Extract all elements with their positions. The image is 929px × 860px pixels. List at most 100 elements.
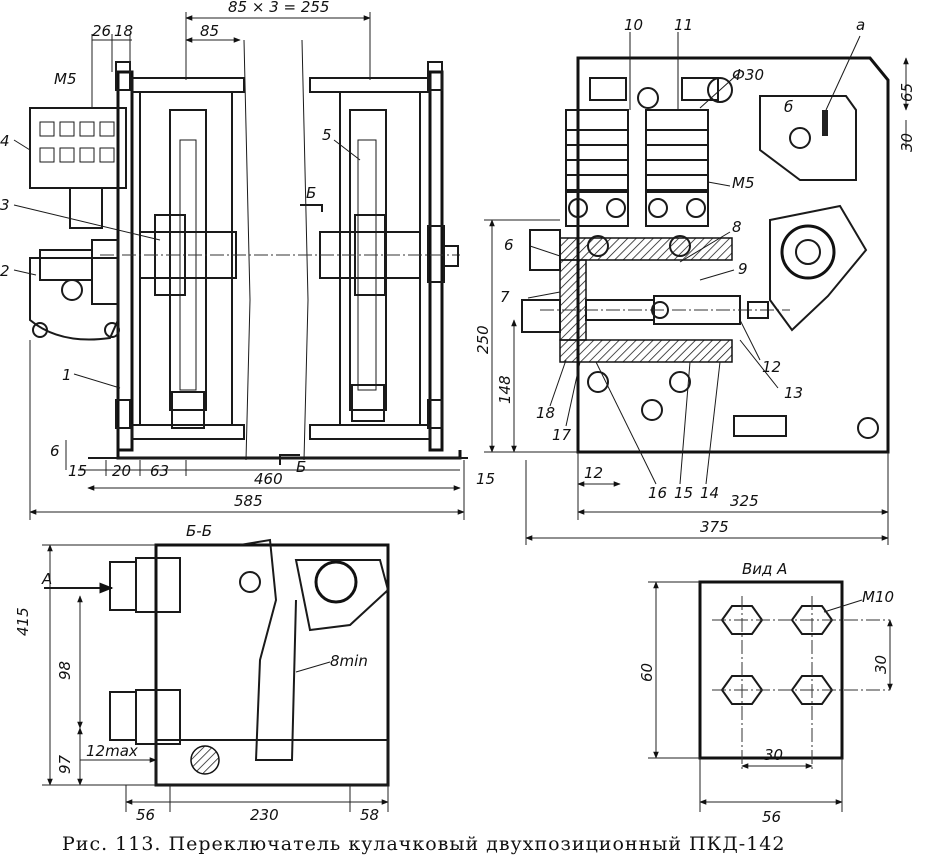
dim-60: 60 <box>638 663 656 682</box>
dim-20: 20 <box>112 462 131 480</box>
cam-plate <box>769 204 868 332</box>
cam-stack-left <box>169 109 207 411</box>
nut-bot-left <box>115 399 131 429</box>
dim-148: 148 <box>496 375 514 404</box>
section-title: Б-Б <box>186 522 212 540</box>
part-15: 15 <box>674 484 693 502</box>
side-view <box>484 32 909 545</box>
part-7: 7 <box>500 288 510 306</box>
dim-415: 415 <box>14 607 32 636</box>
dim-58: 58 <box>360 806 379 824</box>
cyl-bottom-wall <box>559 339 733 363</box>
slot-a <box>822 110 828 136</box>
cam-inner-left <box>179 139 197 391</box>
post-right <box>645 191 709 227</box>
part-12: 12 <box>762 358 781 376</box>
dim-18: 18 <box>114 22 133 40</box>
dim-585: 585 <box>234 492 263 510</box>
nameplate-bottom <box>733 415 787 437</box>
dim-230: 230 <box>250 806 279 824</box>
drive-pin <box>61 279 83 301</box>
shaft-end <box>443 245 459 267</box>
drive-coupling <box>91 239 119 305</box>
top-bar-left <box>131 77 245 93</box>
label-phi30: Ф30 <box>732 66 764 84</box>
cam-inner-right <box>357 139 377 391</box>
dim-30-right: 30 <box>898 133 916 152</box>
post-left <box>565 191 629 227</box>
hole-phi30 <box>707 77 733 103</box>
dim-56-section: 56 <box>136 806 155 824</box>
nut-bot-right <box>427 399 443 429</box>
dim-63: 63 <box>150 462 169 480</box>
terminal-top-2 <box>681 77 719 101</box>
bottom-bar-right <box>309 424 431 440</box>
bolt-bottom <box>641 399 663 421</box>
dim-30-vert: 30 <box>872 655 890 674</box>
terminal-cells <box>39 121 115 163</box>
part-14: 14 <box>700 484 719 502</box>
view-a-title: Вид А <box>742 560 787 578</box>
dim-30-horiz: 30 <box>764 746 783 764</box>
roller <box>780 224 836 280</box>
part-3: 3 <box>0 196 10 214</box>
rod-end <box>747 301 769 319</box>
bracket-right <box>351 384 385 422</box>
section-arrow-bottom <box>279 454 300 465</box>
nut-top-right <box>427 61 443 91</box>
dim-12max: 12max <box>86 742 138 760</box>
bolt-top <box>637 87 659 109</box>
bracket-left <box>171 391 205 429</box>
section-view <box>42 538 390 812</box>
front-view <box>13 12 468 520</box>
drive-bolt-2 <box>104 322 120 338</box>
dim-6: 6 <box>50 442 60 460</box>
dim-375: 375 <box>700 518 729 536</box>
dim-12: 12 <box>584 464 603 482</box>
side-plate-outline <box>576 56 890 454</box>
section-arrow-top <box>300 204 323 212</box>
break-line-right <box>301 39 309 461</box>
dim-8min: 8min <box>330 652 368 670</box>
drive-lever <box>39 249 93 281</box>
drive-housing <box>29 257 119 341</box>
cyl-left-wall <box>559 259 587 341</box>
part-11: 11 <box>674 16 693 34</box>
view-a-plate <box>698 580 844 760</box>
label-m5-right: М5 <box>732 174 755 192</box>
dim-250: 250 <box>474 325 492 354</box>
right-side-plate <box>428 70 444 452</box>
dim-26: 26 <box>92 22 111 40</box>
dim-65: 65 <box>898 83 916 102</box>
part-2: 2 <box>0 262 10 280</box>
dim-98: 98 <box>56 661 74 680</box>
cyl-top-wall <box>559 237 733 261</box>
fitting-6 <box>529 229 561 271</box>
view-a <box>648 580 893 812</box>
section-roller <box>314 560 358 604</box>
part-13: 13 <box>784 384 803 402</box>
section-shaft <box>190 745 220 775</box>
part-1: 1 <box>62 366 72 384</box>
section-mark-bottom: Б <box>296 458 306 476</box>
dim-85: 85 <box>200 22 219 40</box>
terminal-top-1 <box>589 77 627 101</box>
part-4: 4 <box>0 132 10 150</box>
part-5: 5 <box>322 126 332 144</box>
section-block-top <box>135 557 181 613</box>
part-6: 6 <box>504 236 514 254</box>
contact-fins <box>566 129 708 176</box>
dim-15b: 15 <box>476 470 495 488</box>
figure-caption: Рис. 113. Переключатель кулачковый двухп… <box>62 833 785 855</box>
label-m10: М10 <box>862 588 894 606</box>
part-18: 18 <box>536 404 555 422</box>
label-a: а <box>856 16 865 34</box>
dim-56-view: 56 <box>762 808 781 826</box>
lever-pivot <box>239 571 261 593</box>
label-view-a: А <box>41 570 52 588</box>
top-bar-right <box>309 77 431 93</box>
contact-block-left <box>565 109 629 191</box>
section-cam <box>294 559 390 632</box>
